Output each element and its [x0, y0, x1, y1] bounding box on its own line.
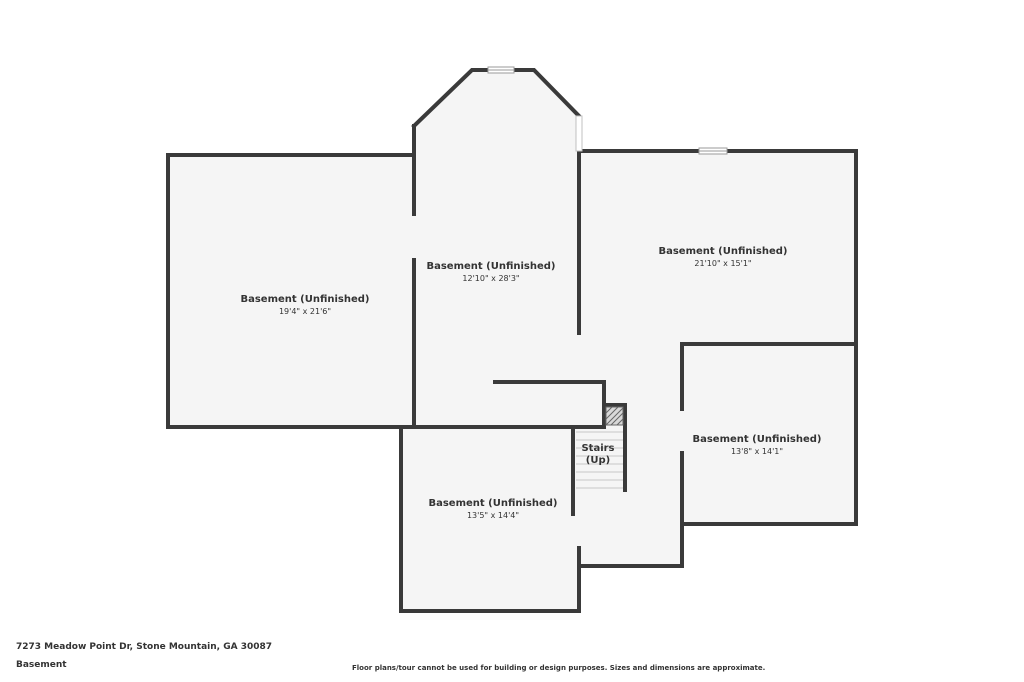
- room-dimensions: 12'10" x 28'3": [462, 274, 519, 283]
- stairs: Stairs (Up): [576, 406, 624, 489]
- window-bay-side: [575, 115, 583, 152]
- floor-room-center-north: [414, 70, 579, 427]
- windows: [487, 66, 728, 155]
- room-dimensions: 19'4" x 21'6": [279, 307, 331, 316]
- room-label: Basement (Unfinished): [426, 261, 555, 272]
- room-dimensions: 13'5" x 14'4": [467, 511, 519, 520]
- room-label: Basement (Unfinished): [692, 434, 821, 445]
- stairs-label-line1: Stairs: [581, 443, 614, 454]
- floor-name: Basement: [16, 660, 67, 670]
- wall-south-room-outer: [399, 425, 581, 613]
- room-labels: Basement (Unfinished) 19'4" x 21'6" Base…: [240, 246, 821, 520]
- property-address: 7273 Meadow Point Dr, Stone Mountain, GA…: [16, 642, 273, 652]
- stairs-hatch-lines: [605, 406, 624, 426]
- floor-room-northeast: [579, 151, 856, 344]
- stair-treads: [576, 431, 623, 489]
- floor-room-east: [682, 344, 856, 524]
- wall-stair-partition: [493, 380, 606, 429]
- floor-room-south: [401, 427, 579, 611]
- stairs-label-line2: (Up): [586, 455, 610, 466]
- wall-left-room-outer: [166, 153, 416, 429]
- disclaimer-text: Floor plans/tour cannot be used for buil…: [352, 664, 766, 672]
- room-label: Basement (Unfinished): [658, 246, 787, 257]
- room-label: Basement (Unfinished): [428, 498, 557, 509]
- floor-room-left: [168, 155, 414, 427]
- room-dimensions: 13'8" x 14'1": [731, 447, 783, 456]
- floor-fill: [168, 70, 856, 611]
- wall-stairs-enclosure: [602, 403, 627, 492]
- room-dimensions: 21'10" x 15'1": [694, 259, 751, 268]
- room-label: Basement (Unfinished): [240, 294, 369, 305]
